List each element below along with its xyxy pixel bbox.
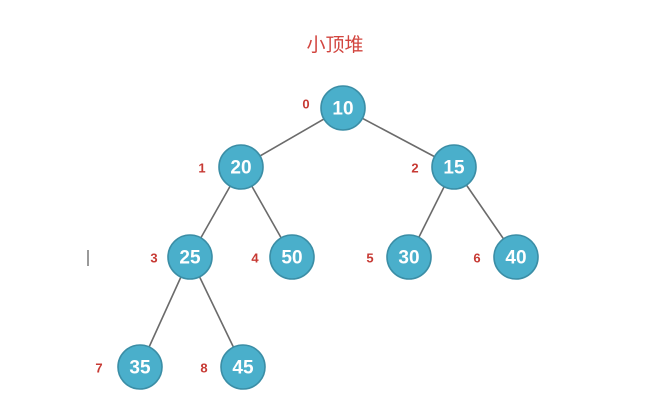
node-value: 10: [332, 99, 353, 120]
tree-nodes: 10 0 20 1 15 2 25 3 50 4 30 5 40 6 35 7 45 8: [95, 85, 539, 390]
node-circle: [269, 234, 315, 280]
node-circle: [320, 85, 366, 131]
node-value: 15: [443, 158, 465, 179]
diagram-title: 小顶堆: [306, 34, 364, 56]
node-index-label: 8: [200, 361, 207, 376]
node-circle: [167, 234, 213, 280]
node-value: 35: [129, 358, 151, 379]
node-index-label: 7: [95, 361, 102, 376]
heap-node: 50 4: [251, 234, 315, 280]
node-value: 50: [281, 248, 302, 269]
heap-node: 25 3: [150, 234, 213, 280]
node-value: 40: [505, 248, 526, 269]
node-circle: [218, 144, 264, 190]
heap-node: 40 6: [473, 234, 539, 280]
node-circle: [117, 344, 163, 390]
heap-node: 20 1: [198, 144, 264, 190]
node-index-label: 6: [473, 251, 480, 266]
node-value: 30: [398, 248, 419, 269]
heap-node: 45 8: [200, 344, 266, 390]
cursor-mark: [87, 250, 89, 266]
node-index-label: 1: [198, 161, 205, 176]
heap-node: 35 7: [95, 344, 163, 390]
node-value: 20: [230, 158, 251, 179]
heap-node: 15 2: [411, 144, 477, 190]
node-circle: [386, 234, 432, 280]
node-circle: [493, 234, 539, 280]
node-index-label: 5: [366, 251, 373, 266]
node-index-label: 2: [411, 161, 418, 176]
node-circle: [431, 144, 477, 190]
node-index-label: 4: [251, 251, 259, 266]
node-circle: [220, 344, 266, 390]
heap-node: 30 5: [366, 234, 432, 280]
node-value: 45: [232, 358, 254, 379]
heap-node: 10 0: [302, 85, 366, 131]
node-index-label: 0: [302, 97, 309, 112]
node-value: 25: [179, 248, 201, 269]
node-index-label: 3: [150, 251, 157, 266]
